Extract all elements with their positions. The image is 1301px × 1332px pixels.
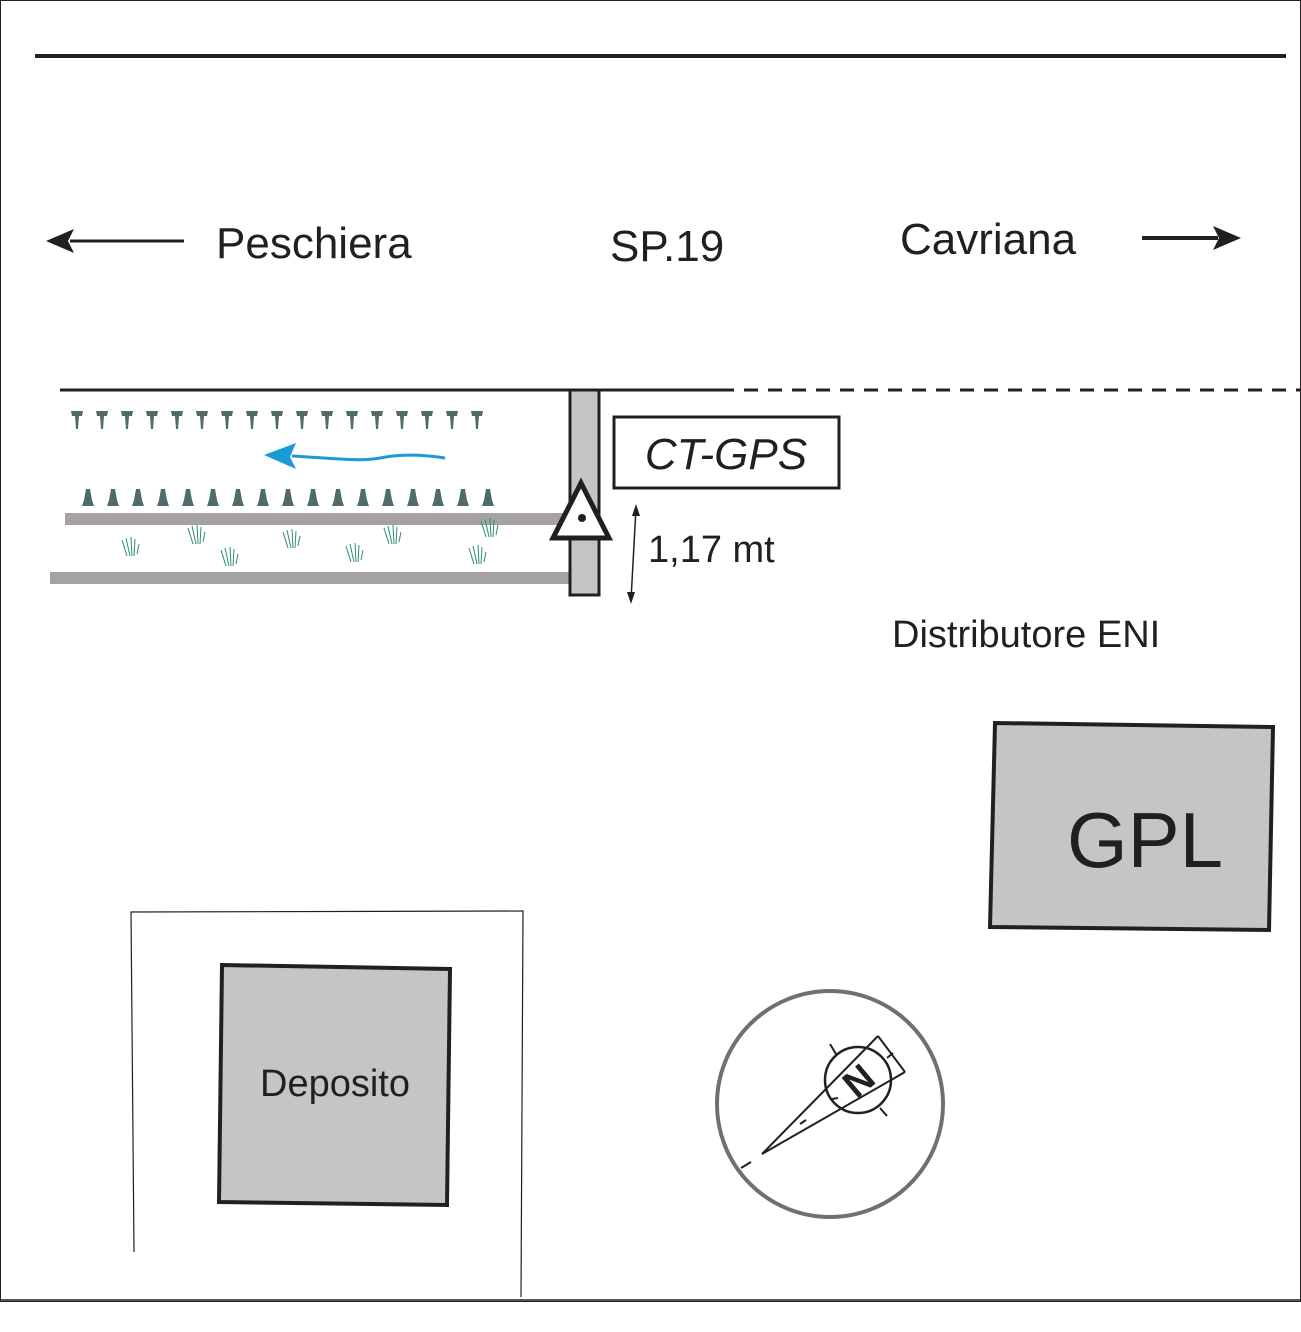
- tree-icon: [307, 489, 319, 506]
- grass-tuft-icon: [480, 517, 499, 538]
- grass-area: [121, 517, 499, 567]
- gps-station-marker-icon: [548, 477, 614, 541]
- arrow-right-icon: [1142, 226, 1241, 250]
- tree-icon: [132, 489, 144, 506]
- tree-icon: [296, 411, 308, 429]
- tree-icon: [371, 411, 383, 429]
- tree-icon: [321, 411, 333, 429]
- grass-tuft-icon: [468, 544, 487, 565]
- grass-tuft-icon: [383, 524, 402, 545]
- tree-icon: [432, 489, 444, 506]
- map-frame: [0, 0, 1301, 1302]
- tree-icon: [421, 411, 433, 429]
- road-name: SP.19: [610, 222, 724, 271]
- grass-tuft-icon: [282, 528, 301, 549]
- tree-icon: [207, 489, 219, 506]
- station-label-box: CT-GPS: [612, 415, 841, 490]
- tree-icon: [96, 411, 108, 429]
- distributor-label: Distributore ENI: [892, 614, 1160, 656]
- station-label: CT-GPS: [645, 430, 807, 479]
- tree-icon: [82, 489, 94, 506]
- tree-icon: [221, 411, 233, 429]
- deposito-label: Deposito: [260, 1063, 410, 1105]
- tree-icon: [171, 411, 183, 429]
- destination-right: Cavriana: [900, 215, 1077, 264]
- hedge-bar-lower: [50, 572, 575, 584]
- tree-icon: [282, 489, 294, 506]
- deposito-lot-boundary: [130, 910, 524, 1298]
- tree-icon: [232, 489, 244, 506]
- tree-icon: [382, 489, 394, 506]
- arrow-left-icon: [46, 229, 184, 253]
- gpl-label: GPL: [1067, 796, 1223, 884]
- tree-icon: [346, 411, 358, 429]
- grass-tuft-icon: [345, 542, 364, 563]
- destination-left: Peschiera: [216, 219, 412, 268]
- water-flow-arrow-icon: [264, 443, 446, 469]
- tree-icon: [471, 411, 483, 429]
- tree-icon: [446, 411, 458, 429]
- grass-tuft-icon: [220, 546, 239, 567]
- tree-icon: [357, 489, 369, 506]
- gpl-building: GPL: [987, 720, 1276, 933]
- tree-icon: [407, 489, 419, 506]
- tree-icon: [396, 411, 408, 429]
- grass-tuft-icon: [121, 536, 140, 557]
- tree-icon: [182, 489, 194, 506]
- deposito-building: Deposito: [216, 962, 453, 1208]
- tree-icon: [332, 489, 344, 506]
- tree-icon: [246, 411, 258, 429]
- height-measurement: 1,17 mt: [648, 529, 775, 571]
- tree-icon: [146, 411, 158, 429]
- height-dimension-arrow-icon: [627, 504, 640, 604]
- tree-icon: [257, 489, 269, 506]
- tree-icon: [107, 489, 119, 506]
- tree-row-top: [71, 411, 483, 429]
- tree-icon: [71, 411, 83, 429]
- tree-icon: [157, 489, 169, 506]
- tree-row-bottom: [82, 489, 494, 506]
- tree-icon: [271, 411, 283, 429]
- tree-icon: [482, 489, 494, 506]
- tree-icon: [196, 411, 208, 429]
- tree-icon: [457, 489, 469, 506]
- grass-tuft-icon: [187, 524, 206, 545]
- hedge-bar-upper: [65, 513, 575, 525]
- tree-icon: [121, 411, 133, 429]
